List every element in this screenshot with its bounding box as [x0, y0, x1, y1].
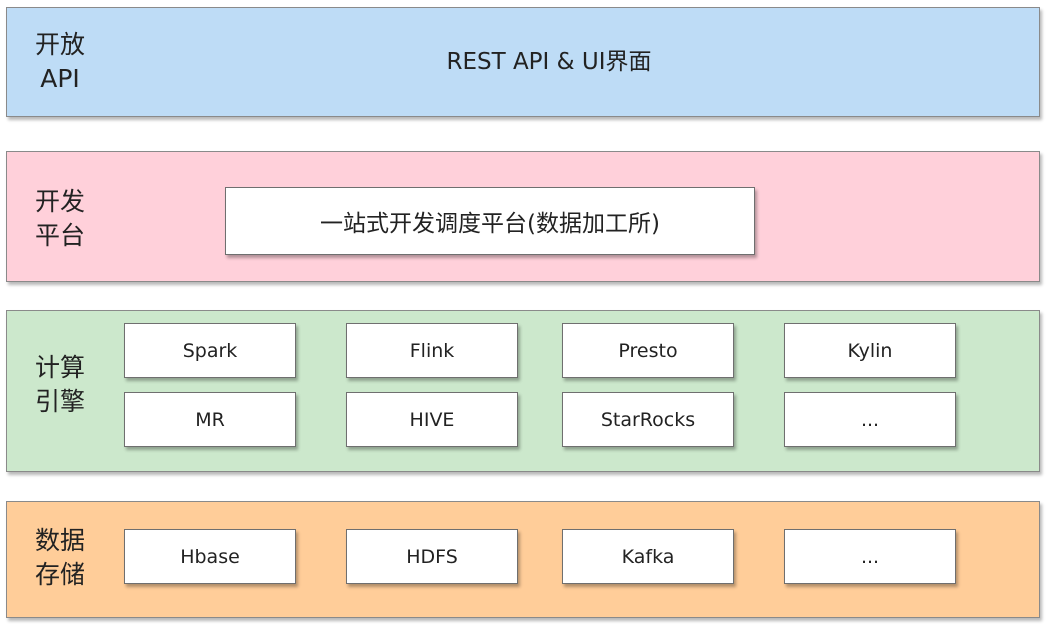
layer-label-dev-platform: 开发 平台 [34, 187, 85, 250]
storage-box: HDFS [346, 529, 518, 584]
storage-box: Hbase [124, 529, 296, 584]
engine-box: ... [784, 392, 956, 447]
dev-platform-box: 一站式开发调度平台(数据加工所) [225, 187, 755, 255]
engine-box: Spark [124, 323, 296, 378]
engine-box: Flink [346, 323, 518, 378]
engine-box: Kylin [784, 323, 956, 378]
layer-label-data-storage: 数据 存储 [34, 526, 85, 589]
engine-box: MR [124, 392, 296, 447]
engine-box: StarRocks [562, 392, 734, 447]
api-content-text: REST API & UI界面 [446, 49, 652, 75]
engine-box: Presto [562, 323, 734, 378]
layer-open-api: 开放 API REST API & UI界面 [6, 7, 1040, 117]
layer-label-open-api: 开放 API [34, 30, 85, 93]
layer-compute-engine: 计算 引擎 Spark Flink Presto Kylin MR HIVE S… [6, 310, 1040, 472]
storage-box: ... [784, 529, 956, 584]
layer-data-storage: 数据 存储 Hbase HDFS Kafka ... [6, 501, 1040, 618]
engine-box: HIVE [346, 392, 518, 447]
layer-dev-platform: 开发 平台 一站式开发调度平台(数据加工所) [6, 151, 1040, 282]
storage-box: Kafka [562, 529, 734, 584]
layer-label-compute-engine: 计算 引擎 [34, 353, 85, 416]
